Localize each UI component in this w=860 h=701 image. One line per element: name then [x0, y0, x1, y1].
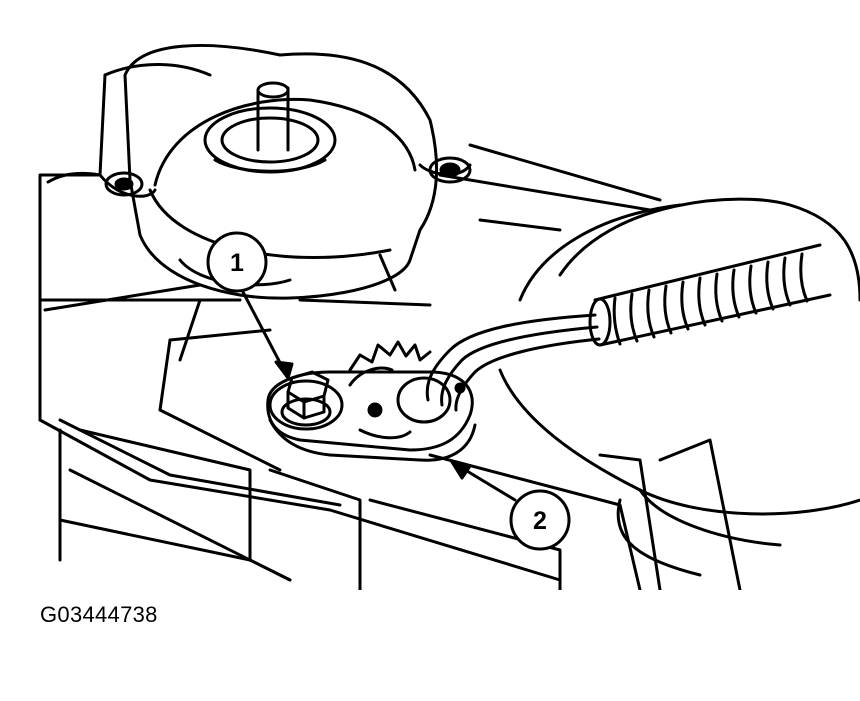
callout-leader-2	[450, 460, 517, 502]
callout-2-label: 2	[533, 507, 547, 535]
line-drawing: 1 2	[38, 44, 860, 590]
wiring-conduit	[588, 243, 832, 347]
upper-housing	[98, 44, 472, 300]
callout-leader-1	[241, 290, 294, 380]
mounting-boss-right	[428, 156, 472, 184]
sensor-assembly	[266, 340, 477, 462]
mounting-boss-left	[104, 171, 144, 197]
sensor-wires	[425, 313, 601, 412]
callout-1: 1	[206, 231, 268, 293]
callout-1-label: 1	[230, 249, 244, 277]
callout-2: 2	[509, 489, 571, 551]
lower-housing	[498, 197, 860, 577]
bolt	[268, 370, 344, 431]
figure-id: G03444738	[40, 602, 158, 627]
housing-casting	[38, 63, 742, 590]
